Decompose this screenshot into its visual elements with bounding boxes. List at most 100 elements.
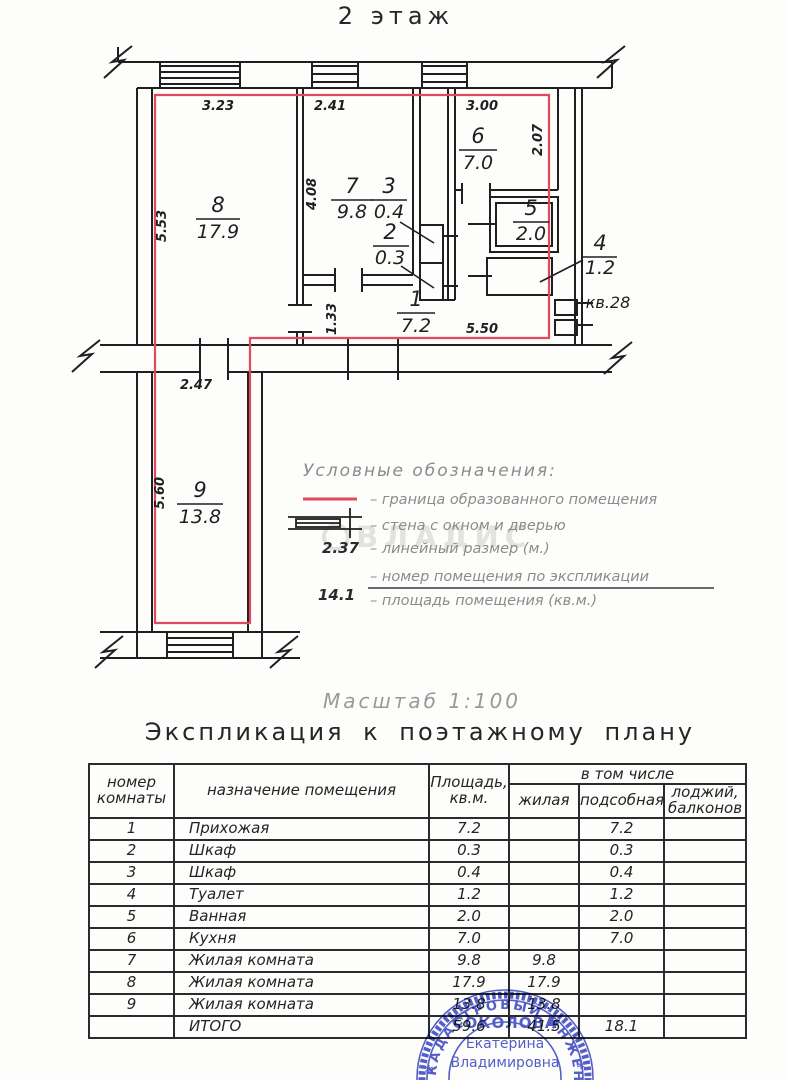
cell-auxiliary: 18.1: [578, 1014, 665, 1039]
apartment-number-label: кв.28: [586, 293, 631, 312]
header-auxiliary: подсобная: [578, 783, 665, 819]
room-labels: 8 17.9 7 9.8 3 0.4 2 0.3 6: [177, 124, 630, 528]
agency-watermark: ВЛАДИС: [322, 520, 532, 554]
svg-text:8: 8: [211, 193, 224, 217]
svg-text:ВЛАДИС: ВЛАДИС: [356, 520, 532, 554]
window-icon: [421, 62, 468, 88]
table-row: 9 Жилая комната 13.8 13.8: [88, 992, 748, 1017]
table-row: 2 Шкаф 0.3 0.3: [88, 838, 748, 863]
table-row: 4 Туалет 1.2 1.2: [88, 882, 748, 907]
cell-number: 9: [88, 992, 175, 1017]
scale-note: Масштаб 1:100: [323, 689, 521, 713]
room-3-label: 3 0.4: [371, 174, 435, 244]
stamp-patronymic: Владимировна: [450, 1055, 559, 1071]
legend-number-value: 14.1: [318, 586, 355, 604]
cell-purpose: Кухня: [173, 926, 430, 951]
cell-purpose: Туалет: [173, 882, 430, 907]
legend: Условные обозначения: – граница образова…: [288, 461, 714, 609]
cell-living: [508, 838, 580, 863]
header-including: в том числе: [507, 763, 748, 785]
room-7-label: 7 9.8: [331, 174, 373, 223]
svg-text:17.9: 17.9: [197, 221, 239, 243]
cadastral-stamp: КАДАСТРОВЫЙ ИНЖЕНЕР СОКОЛОВА Екатерина В…: [397, 971, 607, 1080]
svg-text:7: 7: [345, 174, 359, 198]
cell-auxiliary: 0.4: [578, 860, 665, 885]
wall-linework: [100, 47, 613, 659]
explication-table: номер комнаты назначение помещения Площа…: [88, 763, 748, 1039]
table-row: 6 Кухня 7.0 7.0: [88, 926, 748, 951]
table-row: 8 Жилая комната 17.9 17.9: [88, 970, 748, 995]
table-row: 3 Шкаф 0.4 0.4: [88, 860, 748, 885]
cell-living: [508, 904, 580, 929]
cell-purpose: Шкаф: [173, 860, 430, 885]
legend-title: Условные обозначения:: [303, 461, 557, 481]
cell-auxiliary: [578, 948, 665, 973]
room-6-label: 6 7.0: [459, 124, 497, 174]
cell-loggia: [662, 1014, 748, 1039]
cell-loggia: [662, 970, 748, 995]
cell-living: [508, 882, 580, 907]
cell-living: 9.8: [508, 948, 580, 973]
cell-auxiliary: 0.3: [578, 838, 665, 863]
svg-text:5: 5: [524, 196, 537, 220]
cell-number: 1: [88, 816, 175, 841]
cell-purpose: ИТОГО: [173, 1014, 430, 1039]
dimension-labels: 3.23 2.41 3.00 2.07 5.53 4.08 1.33 5.50 …: [153, 99, 546, 509]
cell-number: [88, 1014, 175, 1039]
svg-text:9: 9: [193, 478, 206, 502]
svg-text:13.8: 13.8: [179, 506, 221, 528]
cell-loggia: [662, 948, 748, 973]
dim-room6-right: 2.07: [531, 123, 546, 156]
svg-text:4: 4: [593, 231, 606, 255]
table-row: 7 Жилая комната 9.8 9.8: [88, 948, 748, 973]
cell-purpose: Шкаф: [173, 838, 430, 863]
window-icon: [166, 632, 234, 658]
cell-auxiliary: 7.0: [578, 926, 665, 951]
room-9-label: 9 13.8: [177, 478, 223, 528]
cell-number: 6: [88, 926, 175, 951]
cell-number: 8: [88, 970, 175, 995]
cell-area: 0.3: [428, 838, 510, 863]
cell-purpose: Жилая комната: [173, 970, 430, 995]
svg-text:3: 3: [382, 174, 395, 198]
cell-area: 7.0: [428, 926, 510, 951]
svg-text:2.0: 2.0: [516, 223, 546, 245]
cell-living: [508, 860, 580, 885]
cell-auxiliary: 1.2: [578, 882, 665, 907]
cell-area: 1.2: [428, 882, 510, 907]
header-room-number: номер комнаты: [88, 763, 175, 819]
stamp-surname: СОКОЛОВА: [452, 1014, 557, 1032]
cell-living: [508, 816, 580, 841]
svg-text:6: 6: [471, 124, 484, 148]
cell-number: 2: [88, 838, 175, 863]
cell-purpose: Жилая комната: [173, 948, 430, 973]
svg-text:1.2: 1.2: [585, 257, 615, 279]
stamp-star-right: *: [577, 1058, 586, 1079]
cell-loggia: [662, 992, 748, 1017]
room-2-label: 2 0.3: [373, 220, 435, 289]
cell-loggia: [662, 904, 748, 929]
header-loggia: лоджий, балконов: [662, 783, 748, 819]
cell-living: [508, 926, 580, 951]
dim-room8-left: 5.53: [155, 210, 170, 242]
cell-number: 5: [88, 904, 175, 929]
table-row: 5 Ванная 2.0 2.0: [88, 904, 748, 929]
dim-room9-left: 5.60: [153, 477, 168, 509]
cell-purpose: Жилая комната: [173, 992, 430, 1017]
cell-purpose: Прихожая: [173, 816, 430, 841]
window-icon: [311, 62, 359, 88]
cell-auxiliary: 7.2: [578, 816, 665, 841]
dim-room7-left: 4.08: [305, 178, 320, 211]
room-5-label: 5 2.0: [513, 196, 549, 245]
cell-area: 0.4: [428, 860, 510, 885]
table-row: 1 Прихожая 7.2 7.2: [88, 816, 748, 841]
cell-area: 9.8: [428, 948, 510, 973]
dim-top-room6: 3.00: [466, 99, 498, 114]
page-title: 2 этаж: [338, 2, 454, 30]
cell-area: 2.0: [428, 904, 510, 929]
legend-wall-label: – стена с окном и дверью: [370, 518, 566, 534]
table-subheader-row: жилая подсобная лоджий, балконов: [89, 783, 748, 819]
cell-area: 7.2: [428, 816, 510, 841]
stamp-first-name: Екатерина: [466, 1036, 544, 1052]
